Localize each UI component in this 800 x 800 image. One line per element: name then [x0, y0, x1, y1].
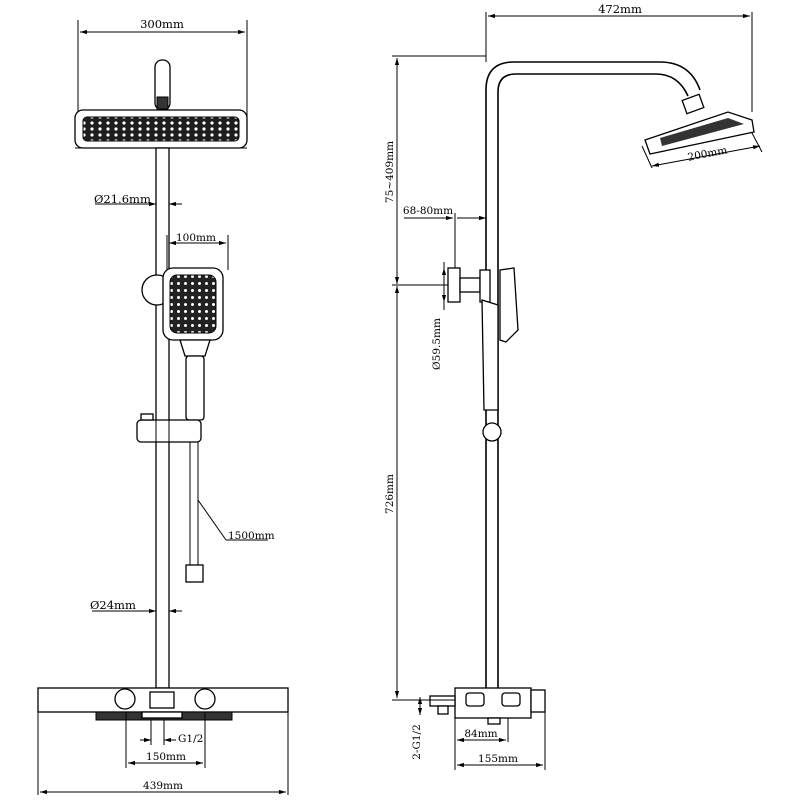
- side-view: 472mm 200mm 75~409mm: [384, 2, 763, 770]
- dim-rod-top-label: Ø21.6mm: [94, 192, 151, 206]
- dim-hose-length-label: 1500mm: [228, 530, 275, 542]
- dim-shelf-width: 439mm: [37, 712, 289, 795]
- rain-head-side: 200mm: [641, 111, 763, 169]
- dim-inlet-centers: 150mm: [125, 712, 206, 768]
- dim-rod-height: 726mm: [384, 286, 400, 698]
- dim-outlet-thread-label: 2-G1/2: [411, 724, 423, 760]
- dim-span: 472mm: [485, 2, 753, 112]
- dim-head-width: 300mm: [77, 17, 248, 125]
- wall-bracket-side: [392, 267, 491, 303]
- dim-rod-height-label: 726mm: [384, 474, 396, 514]
- dim-outlet-thread: 2-G1/2: [411, 697, 423, 760]
- dim-handheld-width: 100mm: [166, 232, 229, 270]
- dim-inlet-centers-label: 150mm: [146, 751, 186, 763]
- dim-head-width-label: 300mm: [140, 17, 184, 31]
- dim-shelf-width-label: 439mm: [143, 780, 183, 792]
- dim-mixer-side-width-label: 155mm: [478, 753, 518, 765]
- main-rod-front: [155, 147, 170, 689]
- dim-handheld-width-label: 100mm: [176, 232, 216, 244]
- dim-head-side-label: 200mm: [687, 144, 729, 163]
- dim-wall-offset: 68-80mm: [403, 205, 486, 270]
- dim-bracket-label: Ø59.5mm: [431, 318, 443, 370]
- dim-mixer-depth-label: 84mm: [464, 728, 497, 740]
- dim-mixer-depth: 84mm: [454, 718, 509, 743]
- slider-clamp: [136, 413, 202, 443]
- dim-rod-top: Ø21.6mm: [94, 192, 182, 207]
- mixer-shelf-front: [37, 687, 289, 721]
- dim-mixer-side-width: 155mm: [454, 712, 546, 770]
- dim-inlet-thread-label: G1/2: [178, 733, 203, 745]
- dim-inlet-thread: G1/2: [140, 720, 203, 745]
- dim-adjust-range: 75~409mm: [384, 55, 486, 284]
- hand-shower-side: [481, 267, 519, 442]
- front-view: 300mm Ø21.6mm 100mm: [37, 17, 289, 795]
- dim-bracket: Ø59.5mm: [431, 262, 447, 370]
- main-rod-side: [485, 61, 705, 700]
- hose: [185, 442, 204, 583]
- dim-wall-offset-label: 68-80mm: [403, 205, 453, 217]
- rain-head-front: [74, 109, 248, 149]
- hand-shower-front: [162, 267, 224, 421]
- dim-span-label: 472mm: [598, 2, 642, 16]
- mixer-side: [392, 687, 546, 725]
- dim-rod-bottom: Ø24mm: [90, 598, 182, 614]
- dim-adjust-range-label: 75~409mm: [384, 141, 396, 203]
- dim-rod-bottom-label: Ø24mm: [90, 598, 136, 612]
- dim-hose-length: 1500mm: [197, 499, 275, 542]
